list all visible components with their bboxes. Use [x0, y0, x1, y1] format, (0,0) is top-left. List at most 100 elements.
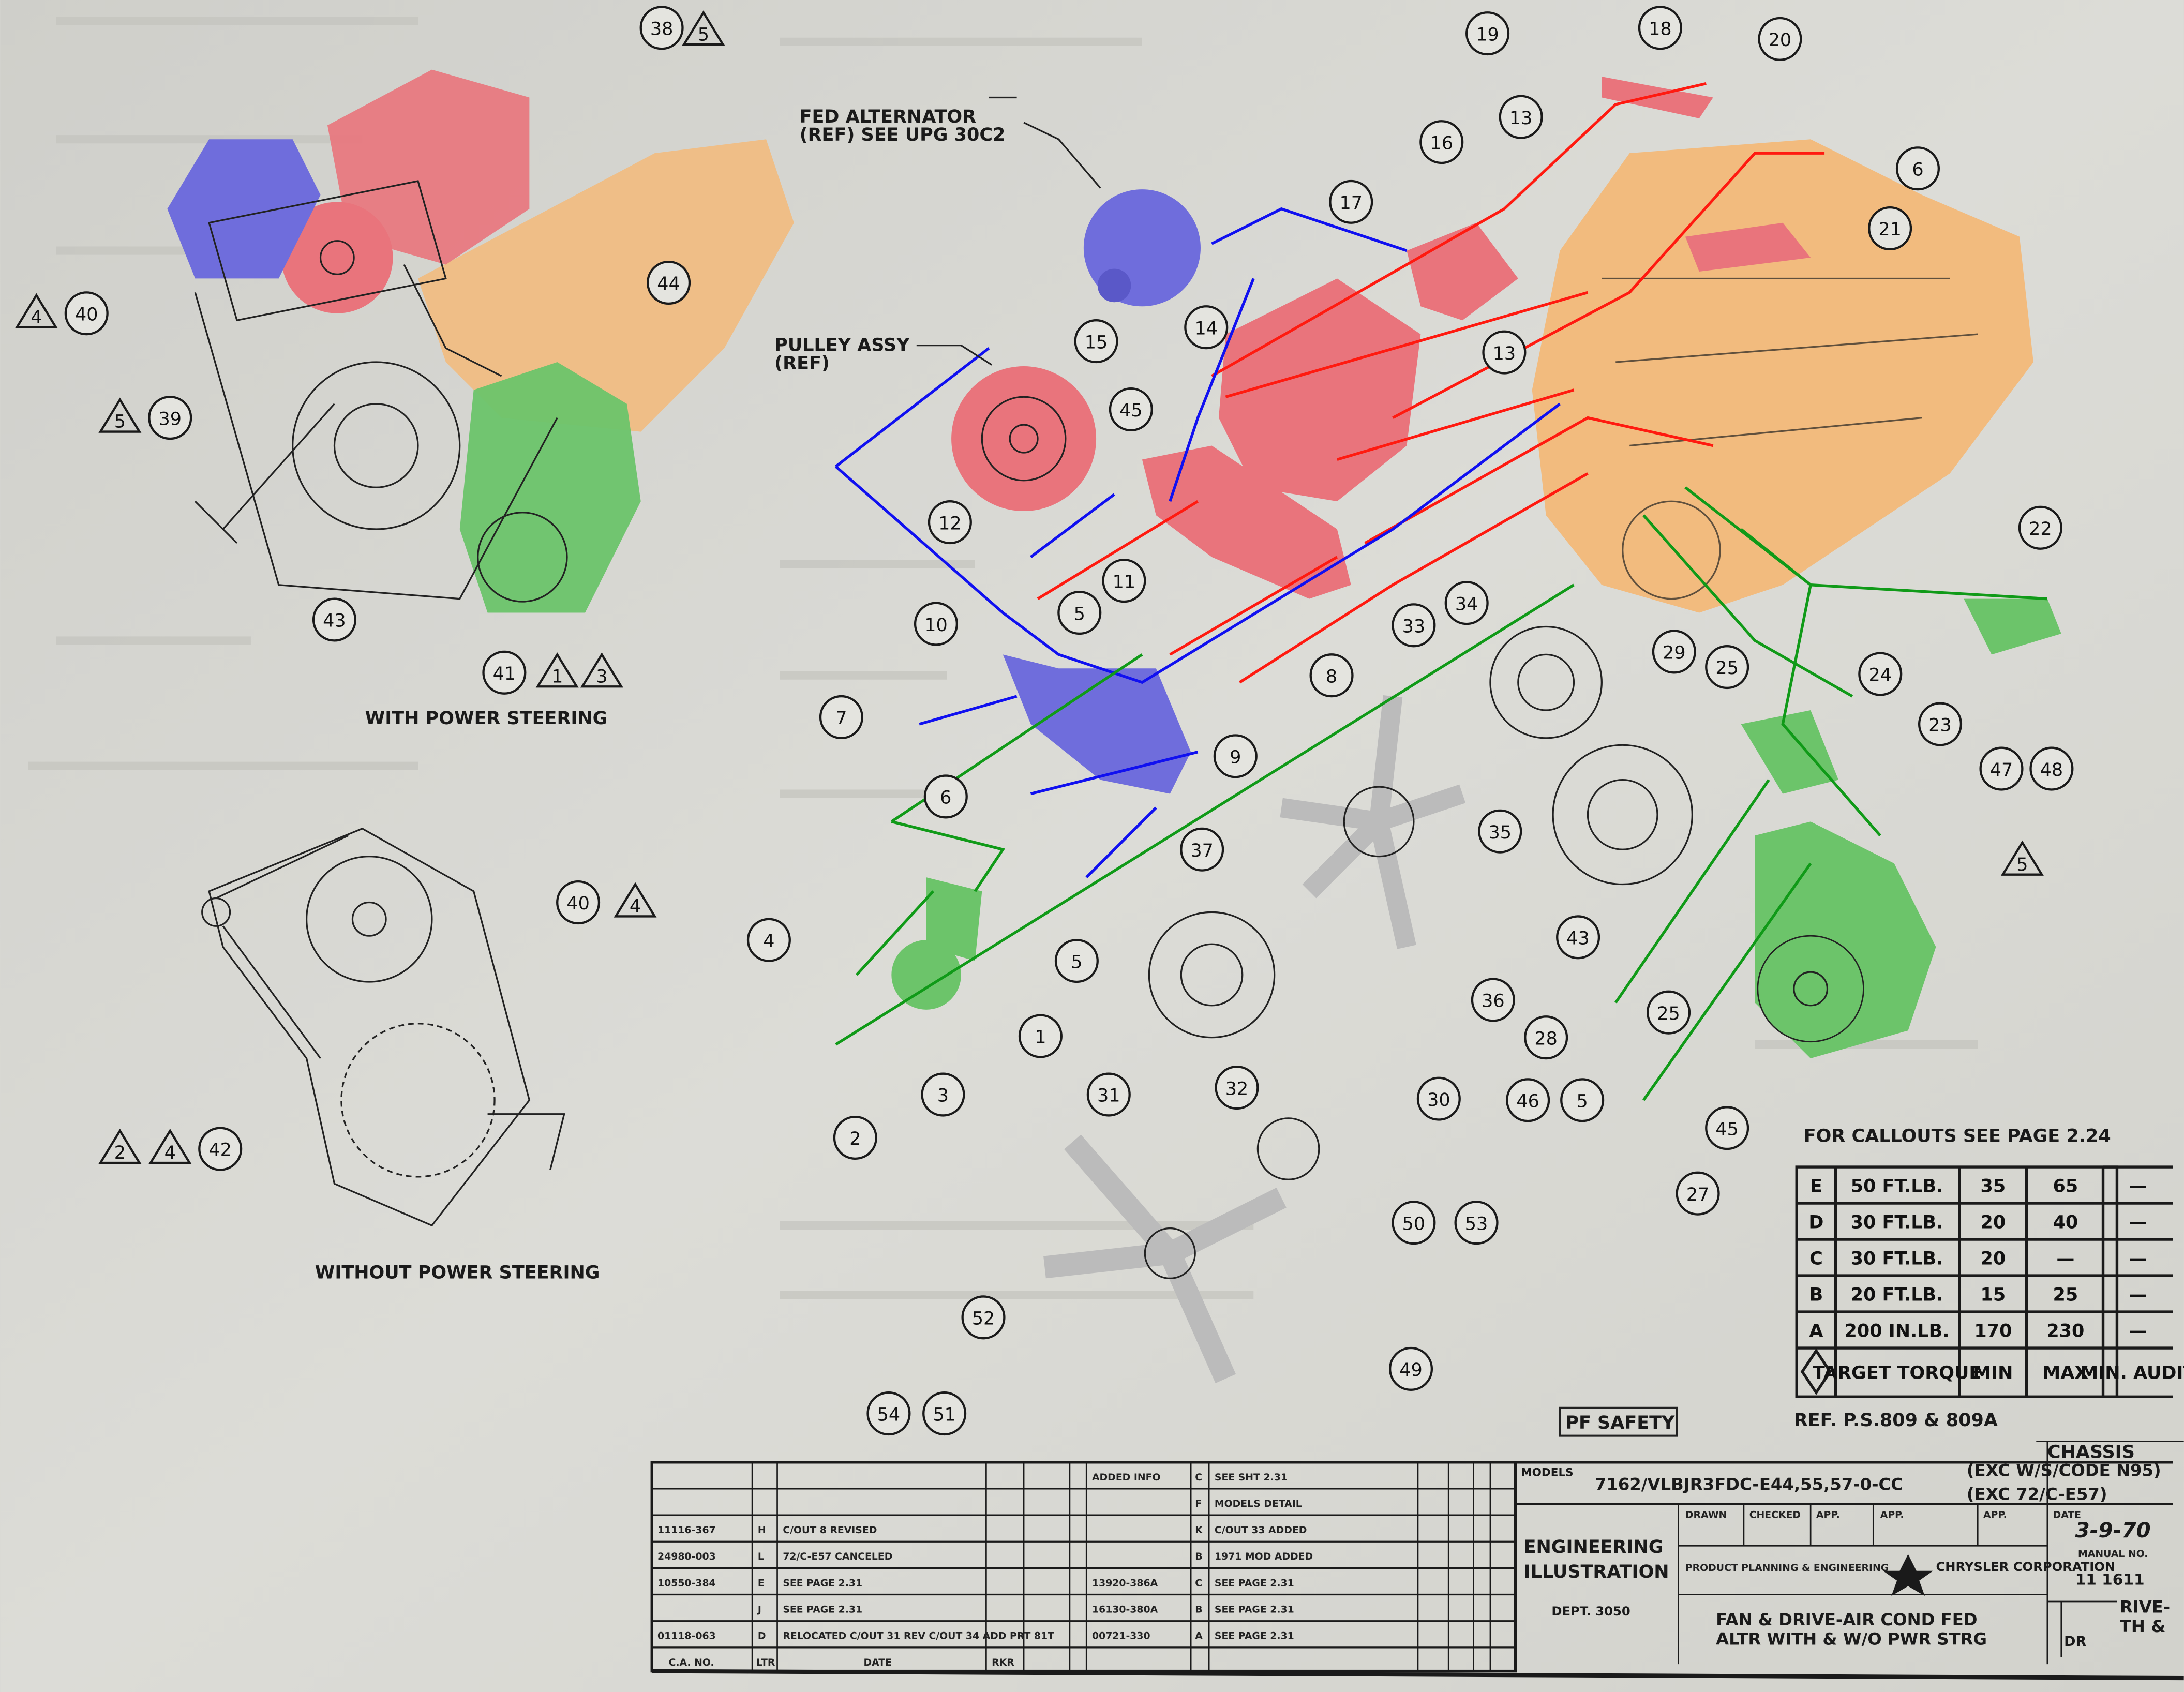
callout-27: 27 [1676, 1171, 1720, 1216]
illustration-label: ILLUSTRATION [1524, 1562, 1669, 1582]
power-steering-pump-part [459, 362, 641, 613]
date-value: 3-9-70 [2075, 1518, 2151, 1543]
callout-circle [1465, 11, 1510, 56]
callout-number: 40 [75, 304, 98, 325]
revision-desc: C/OUT 33 ADDED [1215, 1525, 1307, 1536]
callout-circle [1086, 1072, 1131, 1117]
callout-circle [198, 1127, 243, 1171]
triangle-icon [580, 652, 623, 688]
torque-min: 170 [1974, 1321, 2012, 1342]
callout-circle [1184, 305, 1229, 350]
callout-circle [1329, 179, 1373, 224]
triangle-icon [14, 293, 58, 328]
callout-9: 9 [1213, 734, 1258, 778]
callout-39: 39 [148, 396, 192, 440]
callout-number: 43 [323, 611, 346, 632]
torque-max: 230 [2046, 1321, 2084, 1342]
callout-25: 25 [1705, 645, 1749, 690]
callout-4: 4 [746, 918, 791, 962]
callout-number: 22 [2029, 519, 2052, 540]
callout-circle [1018, 1014, 1063, 1058]
ps-pulley [477, 512, 568, 603]
callout-circle [1388, 1346, 1433, 1391]
revision-ca: 01118-063 [657, 1631, 716, 1642]
callout-number: 35 [1489, 822, 1512, 843]
callout-circle [819, 695, 863, 740]
app-label: APP. [1880, 1509, 1904, 1520]
callout-37: 37 [1180, 827, 1224, 872]
revision-footer-desc2: RKR [992, 1657, 1014, 1668]
torque-target: 30 FT.LB. [1851, 1212, 1943, 1233]
callout-number: 52 [972, 1308, 995, 1329]
callout-circle [64, 291, 109, 336]
pf-safety-label: PF SAFETY [1565, 1413, 1675, 1433]
torque-code: B [1809, 1285, 1823, 1306]
callout-circle [1309, 653, 1354, 698]
compressor-part [327, 69, 530, 265]
callout-5: 5 [1054, 939, 1099, 983]
date-label: DATE [2053, 1509, 2081, 1520]
revision-desc: SEE PAGE 2.31 [783, 1578, 862, 1589]
revision-desc: 72/C-E57 CANCELED [783, 1551, 892, 1562]
callout-circle [1705, 645, 1749, 690]
revision-ltr: J [757, 1605, 761, 1615]
revision-desc: RELOCATED C/OUT 31 REV C/OUT 34 ADD PRT … [783, 1631, 1054, 1642]
callout-number: 24 [1869, 665, 1892, 686]
alternator-part [167, 139, 321, 279]
callout-30: 30 [1416, 1076, 1461, 1121]
callout-circle [2029, 746, 2074, 791]
callout-51: 51 [922, 1391, 967, 1436]
company-name: CHRYSLER CORPORATION [1936, 1560, 2115, 1574]
pulley-hub [319, 240, 355, 275]
callout-number: 1 [1035, 1027, 1046, 1048]
revision-ltr: B [1195, 1605, 1202, 1615]
callout-number: 11 [1113, 572, 1136, 592]
callout-circle [1652, 630, 1696, 674]
leader-line [989, 96, 1101, 189]
triangle-icon [614, 882, 657, 918]
callout-number: 3 [937, 1086, 949, 1106]
callout-number: 2 [849, 1129, 861, 1149]
dept-line: PRODUCT PLANNING & ENGINEERING [1685, 1563, 1889, 1574]
callout-6: 6 [923, 774, 968, 819]
callout-circle [961, 1295, 1006, 1340]
callout-11: 11 [1102, 559, 1146, 603]
callout-14: 14 [1184, 305, 1229, 350]
callout-number: 34 [1455, 594, 1478, 615]
callout-circle [1074, 319, 1118, 364]
revision-ca: 10550-384 [657, 1578, 716, 1589]
callout-45: 45 [1705, 1106, 1749, 1150]
main-exploded-view [834, 77, 2061, 1384]
callout-44: 44 [647, 260, 691, 305]
callout-31: 31 [1086, 1072, 1131, 1117]
torque-min: 20 [1980, 1249, 2006, 1269]
callout-number: 13 [1509, 108, 1533, 129]
revision-desc: SEE PAGE 2.31 [1215, 1605, 1294, 1615]
note-triangle: 1 [535, 652, 579, 688]
revision-ltr: H [758, 1525, 766, 1536]
engine-with-power-steering [167, 69, 794, 613]
callout-circle [482, 650, 527, 695]
callout-circle [1054, 939, 1099, 983]
callout-circle [1560, 1078, 1605, 1122]
callout-8: 8 [1309, 653, 1354, 698]
revision-ltr: L [758, 1551, 764, 1562]
torque-target: 20 FT.LB. [1851, 1285, 1943, 1306]
callout-22: 22 [2018, 505, 2062, 550]
revision-desc: MODELS DETAIL [1215, 1499, 1302, 1509]
callout-circle [1647, 990, 1691, 1035]
revision-footer-ltr: LTR [756, 1657, 775, 1668]
callout-number: 45 [1119, 400, 1143, 421]
note-triangle: 4 [148, 1128, 192, 1164]
models-value: 7162/VLBJR3FDC-E44,55,57-0-CC [1595, 1475, 1903, 1494]
callout-number: 18 [1649, 19, 1672, 40]
callout-number: 49 [1399, 1360, 1423, 1381]
callout-circle [647, 260, 691, 305]
callout-18: 18 [1638, 6, 1682, 50]
torque-audit: — [2129, 1212, 2147, 1233]
callout-circle [1676, 1171, 1720, 1216]
side-text-1: RIVE- [2120, 1597, 2170, 1617]
alternator-pulley [1097, 268, 1131, 303]
